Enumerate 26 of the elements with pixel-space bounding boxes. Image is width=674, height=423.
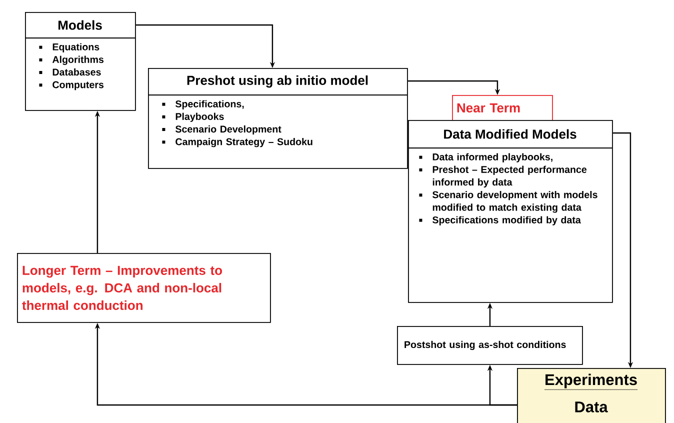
bullet-item: Equations bbox=[39, 43, 100, 52]
bullet-item: Preshot – Expected performance informed by data bbox=[419, 166, 587, 188]
bullet-item: Specifications, bbox=[162, 100, 244, 110]
bullet-item: Scenario development with models modified to match existing data bbox=[419, 191, 598, 213]
bullet-item: Databases bbox=[39, 68, 101, 76]
box-label: Longer Term – Improvements to models, e.g. DCA and non-local thermal conduction bbox=[22, 266, 222, 310]
bullet-item: Playbooks bbox=[162, 112, 224, 122]
titled-box bbox=[148, 68, 408, 169]
label-box bbox=[452, 95, 553, 121]
titled-box bbox=[24, 12, 136, 111]
box-label: Postshot using as-shot conditions bbox=[404, 340, 566, 350]
bullet-item: Specifications modified by data bbox=[419, 216, 581, 226]
bullet-item: Scenario Development bbox=[162, 125, 282, 135]
data-box bbox=[517, 368, 666, 423]
bullet-item: Computers bbox=[39, 81, 104, 90]
box-label: Data bbox=[575, 402, 608, 412]
box-label: Near Term bbox=[457, 103, 520, 112]
bullet-item: Campaign Strategy – Sudoku bbox=[162, 138, 312, 148]
bullet-item: Data informed playbooks, bbox=[419, 153, 552, 162]
label-box bbox=[17, 253, 271, 323]
box-label: Experiments bbox=[544, 374, 638, 390]
box-heading: Data Modified Models bbox=[444, 129, 576, 139]
label-box bbox=[397, 326, 583, 365]
box-heading: Models bbox=[58, 20, 102, 30]
bullet-item: Algorithms bbox=[39, 56, 104, 65]
box-heading: Preshot using ab initio model bbox=[187, 75, 368, 88]
